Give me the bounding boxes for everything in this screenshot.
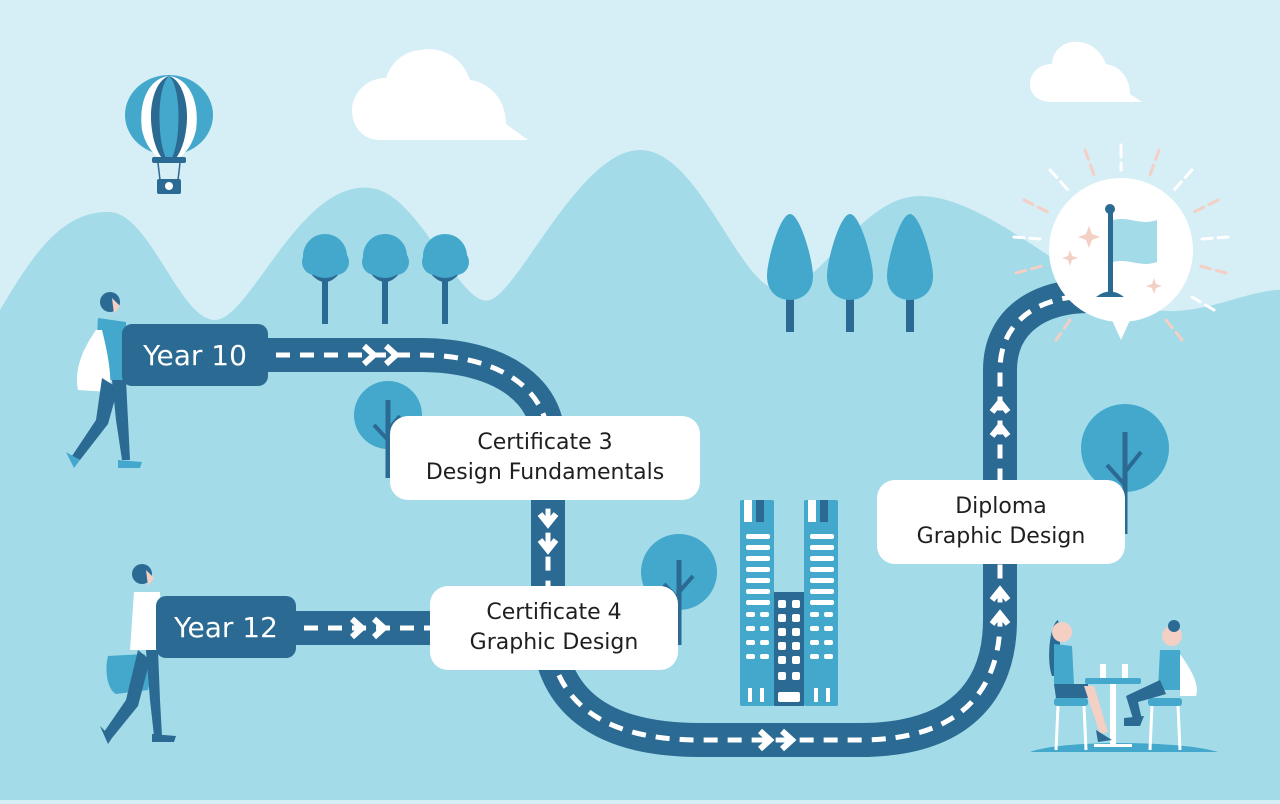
- tree-icon: [362, 234, 409, 324]
- cloud-icon: [352, 49, 528, 141]
- milestone-title: Certificate 3: [477, 430, 613, 455]
- cafe-scene-icon: [1030, 620, 1218, 752]
- tree-icon: [827, 214, 873, 332]
- student-walking-icon: [66, 292, 142, 468]
- start-point-label: Year 12: [174, 610, 278, 644]
- milestone-subtitle: Design Fundamentals: [425, 460, 665, 485]
- start-point-year-12: Year 12: [156, 596, 296, 658]
- cloud-icon: [1030, 41, 1142, 102]
- goal-marker: [1012, 143, 1230, 342]
- milestone-subtitle: Graphic Design: [916, 524, 1086, 549]
- tree-group: [302, 234, 469, 324]
- start-point-label: Year 10: [143, 338, 247, 372]
- milestone-certificate-3: Certificate 3 Design Fundamentals: [390, 416, 700, 500]
- student-walking-icon: [100, 564, 176, 744]
- flag-icon: [1096, 204, 1157, 297]
- tree-icon: [1081, 404, 1169, 534]
- building-windows: [746, 534, 834, 702]
- tree-icon: [887, 214, 933, 332]
- sparkle-icon: [1062, 226, 1162, 294]
- start-point-year-10: Year 10: [122, 324, 268, 386]
- hot-air-balloon-icon: [125, 75, 213, 194]
- tree-group: [767, 214, 933, 332]
- milestone-diploma: Diploma Graphic Design: [877, 480, 1125, 564]
- tree-icon: [422, 234, 469, 324]
- tree-icon: [767, 214, 813, 332]
- milestone-certificate-4: Certificate 4 Graphic Design: [430, 586, 678, 670]
- sun-rays: [1012, 143, 1230, 342]
- building-icon: [740, 500, 838, 706]
- milestone-subtitle: Graphic Design: [469, 630, 639, 655]
- milestone-title: Certificate 4: [486, 600, 622, 625]
- tree-icon: [302, 234, 349, 324]
- direction-arrows: [349, 343, 1011, 752]
- milestone-title: Diploma: [955, 494, 1047, 519]
